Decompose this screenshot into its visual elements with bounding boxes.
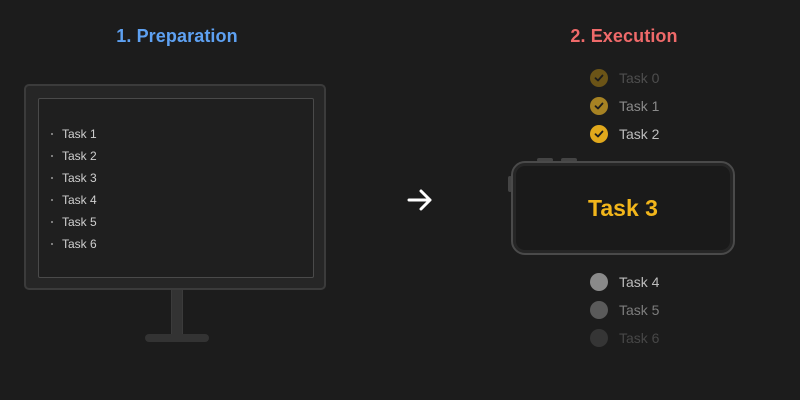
task-label: Task 6	[619, 330, 660, 346]
check-circle-icon	[590, 69, 608, 87]
task-label: Task 0	[619, 70, 660, 86]
task-label: Task 5	[62, 215, 97, 229]
arrow-right-icon	[407, 189, 432, 211]
task-label: Task 2	[62, 149, 97, 163]
phone: Task 3	[511, 161, 735, 255]
pending-task: Task 6	[590, 329, 659, 347]
preparation-heading: 1. Preparation	[116, 26, 238, 46]
task-label: Task 2	[619, 126, 660, 142]
phone-volume-button	[537, 158, 553, 162]
pending-task: Task 5	[590, 301, 659, 319]
bullet-icon	[51, 155, 53, 157]
bullet-icon	[51, 133, 53, 135]
monitor-stand	[171, 290, 183, 336]
bullet-icon	[51, 199, 53, 201]
monitor-base	[145, 334, 209, 342]
bullet-icon	[51, 177, 53, 179]
monitor-screen: Task 1 Task 2 Task 3 Task 4 Task 5 Task …	[38, 98, 314, 278]
preparation-task: Task 4	[51, 192, 97, 214]
preparation-task: Task 6	[51, 236, 97, 258]
preparation-task-list: Task 1 Task 2 Task 3 Task 4 Task 5 Task …	[51, 126, 97, 258]
circle-icon	[590, 329, 608, 347]
bullet-icon	[51, 243, 53, 245]
phone-side-button	[508, 176, 512, 192]
pending-task: Task 4	[590, 273, 659, 291]
task-label: Task 1	[62, 127, 97, 141]
task-label: Task 4	[619, 274, 660, 290]
task-label: Task 5	[619, 302, 660, 318]
preparation-task: Task 2	[51, 148, 97, 170]
check-circle-icon	[590, 97, 608, 115]
task-label: Task 4	[62, 193, 97, 207]
bullet-icon	[51, 221, 53, 223]
preparation-task: Task 1	[51, 126, 97, 148]
task-label: Task 1	[619, 98, 660, 114]
preparation-task: Task 5	[51, 214, 97, 236]
phone-volume-button	[561, 158, 577, 162]
task-label: Task 6	[62, 237, 97, 251]
preparation-task: Task 3	[51, 170, 97, 192]
check-circle-icon	[590, 125, 608, 143]
circle-icon	[590, 273, 608, 291]
current-task-label: Task 3	[588, 194, 658, 221]
completed-task: Task 0	[590, 69, 659, 87]
completed-task: Task 2	[590, 125, 659, 143]
execution-heading: 2. Execution	[570, 26, 678, 46]
completed-task: Task 1	[590, 97, 659, 115]
monitor: Task 1 Task 2 Task 3 Task 4 Task 5 Task …	[24, 84, 326, 290]
task-label: Task 3	[62, 171, 97, 185]
circle-icon	[590, 301, 608, 319]
